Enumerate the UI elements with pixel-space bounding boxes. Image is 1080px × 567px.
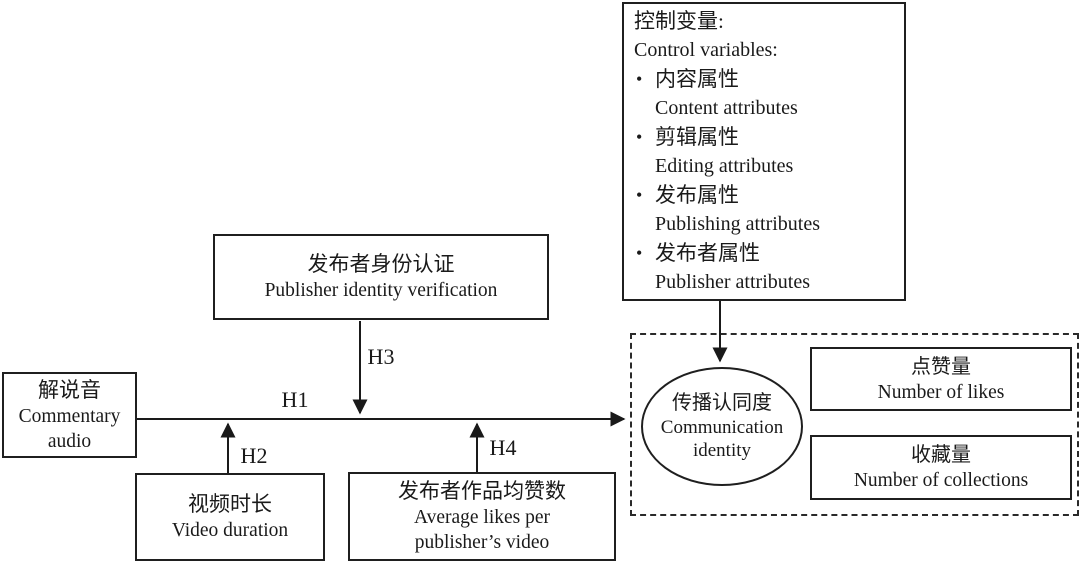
node-label-en: Publisher identity verification	[264, 280, 498, 301]
node-label-zh: 传播认同度	[672, 392, 772, 414]
node-label-zh: 视频时长	[188, 492, 272, 516]
node-label-zh: 发布者身份认证	[307, 252, 455, 276]
h2-label: H2	[240, 443, 268, 468]
dependent-variable-group	[630, 333, 1079, 516]
h1-label: H1	[281, 387, 309, 412]
control-variable-item-publisher: • 发布者属性 Publisher attributes	[634, 239, 896, 297]
node-label-zh: 解说音	[38, 377, 101, 402]
h3-label: H3	[367, 344, 395, 369]
control-variable-item-publishing: • 发布属性 Publishing attributes	[634, 181, 896, 239]
control-variables-title-en: Control variables:	[634, 39, 778, 61]
node-label-zh: 发布者作品均赞数	[398, 479, 566, 503]
h4-label: H4	[489, 435, 517, 460]
publisher-identity-verification-box: 发布者身份认证 Publisher identity verification	[213, 234, 549, 320]
control-variable-item-content: • 内容属性 Content attributes	[634, 65, 896, 123]
number-of-collections-box: 收藏量 Number of collections	[810, 435, 1072, 500]
control-item-zh: 内容属性	[655, 67, 739, 91]
control-variables-box: 控制变量: Control variables: • 内容属性 Content …	[622, 2, 906, 301]
control-item-zh: 发布者属性	[655, 241, 760, 265]
control-item-en: Editing attributes	[655, 155, 794, 177]
control-item-en: Publishing attributes	[655, 213, 820, 235]
node-label-en: Communication	[660, 417, 784, 438]
commentary-audio-box: 解说音 Commentary audio	[2, 372, 137, 458]
node-label-en: Number of collections	[853, 470, 1029, 491]
node-label-zh: 点赞量	[911, 355, 971, 378]
control-variable-item-editing: • 剪辑属性 Editing attributes	[634, 123, 896, 181]
control-variables-title-zh: 控制变量:	[634, 9, 724, 33]
control-item-zh: 剪辑属性	[655, 125, 739, 149]
control-item-en: Publisher attributes	[655, 271, 810, 293]
bullet-icon: •	[636, 69, 643, 89]
control-item-en: Content attributes	[655, 97, 798, 119]
communication-identity-ellipse: 传播认同度 Communication identity	[641, 367, 803, 486]
node-label-en: Commentary	[18, 405, 121, 427]
number-of-likes-box: 点赞量 Number of likes	[810, 347, 1072, 411]
node-label-en: audio	[47, 430, 92, 452]
node-label-en: publisher’s video	[414, 532, 550, 553]
control-item-zh: 发布属性	[655, 183, 739, 207]
video-duration-box: 视频时长 Video duration	[135, 473, 325, 561]
average-likes-box: 发布者作品均赞数 Average likes per publisher’s v…	[348, 472, 616, 561]
node-label-en: Number of likes	[877, 381, 1005, 403]
node-label-en: identity	[692, 440, 752, 461]
node-label-en: Video duration	[171, 520, 289, 541]
bullet-icon: •	[636, 185, 643, 205]
node-label-zh: 收藏量	[911, 444, 971, 466]
bullet-icon: •	[636, 243, 643, 263]
node-label-en: Average likes per	[413, 507, 551, 528]
bullet-icon: •	[636, 127, 643, 147]
